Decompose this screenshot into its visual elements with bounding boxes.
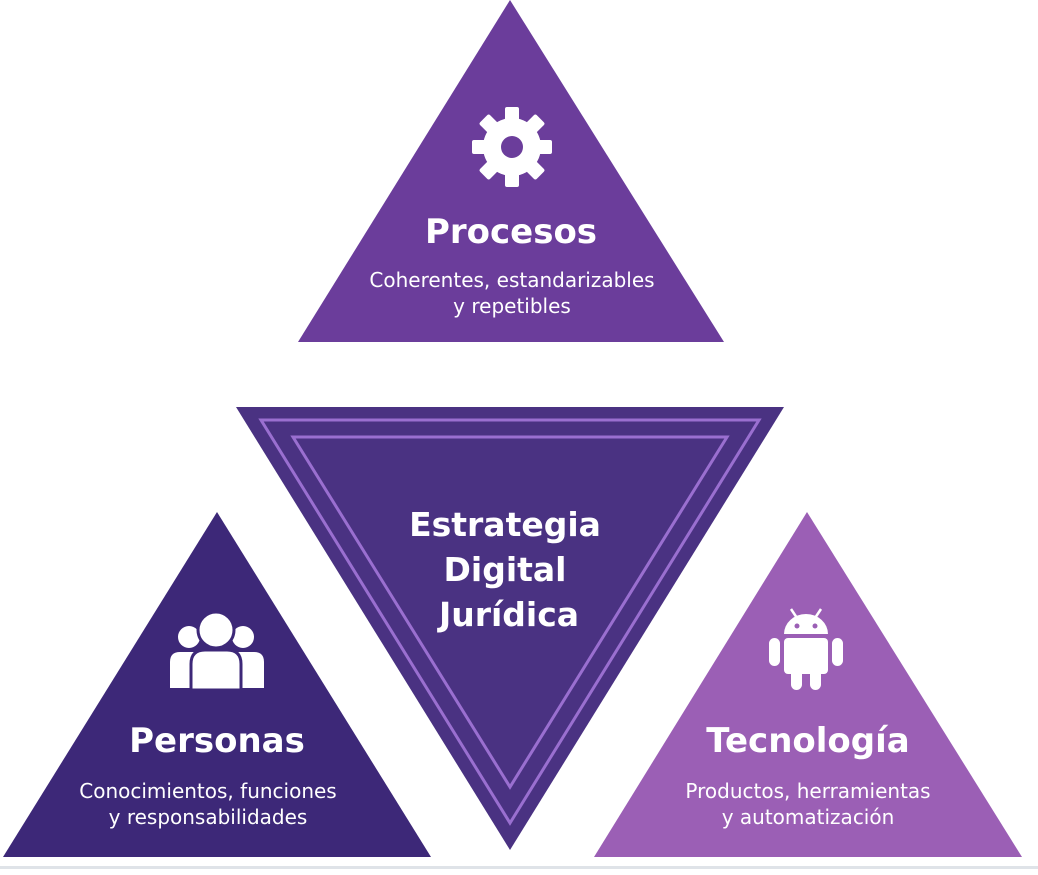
personas-block: Personas Conocimientos, funciones y resp…	[3, 512, 431, 857]
center-block: Estrategia Digital Jurídica	[236, 407, 784, 850]
procesos-title: Procesos	[425, 212, 597, 252]
procesos-block: Procesos Coherentes, estandarizables y r…	[298, 0, 724, 342]
tecnologia-subtitle-line2: y automatización	[722, 805, 895, 829]
gear-icon	[472, 107, 552, 187]
procesos-subtitle-line2: y repetibles	[453, 294, 571, 318]
tecnologia-triangle	[594, 512, 1022, 857]
android-robot-icon	[769, 608, 843, 690]
procesos-subtitle-line1: Coherentes, estandarizables	[369, 268, 654, 292]
center-title-line3: Jurídica	[437, 595, 579, 634]
center-title-line1: Estrategia	[409, 505, 601, 544]
tecnologia-subtitle-line1: Productos, herramientas	[685, 779, 930, 803]
personas-subtitle-line1: Conocimientos, funciones	[79, 779, 336, 803]
personas-subtitle-line2: y responsabilidades	[109, 805, 308, 829]
center-triangle	[236, 407, 784, 850]
personas-title: Personas	[129, 721, 305, 761]
center-title-line2: Digital	[444, 550, 567, 589]
center-border-outer	[258, 418, 762, 826]
tecnologia-block: Tecnología Productos, herramientas y aut…	[594, 512, 1022, 857]
people-group-icon	[170, 610, 264, 692]
bottom-divider	[0, 866, 1038, 869]
center-border-inner	[290, 435, 730, 790]
tecnologia-title: Tecnología	[706, 721, 909, 761]
